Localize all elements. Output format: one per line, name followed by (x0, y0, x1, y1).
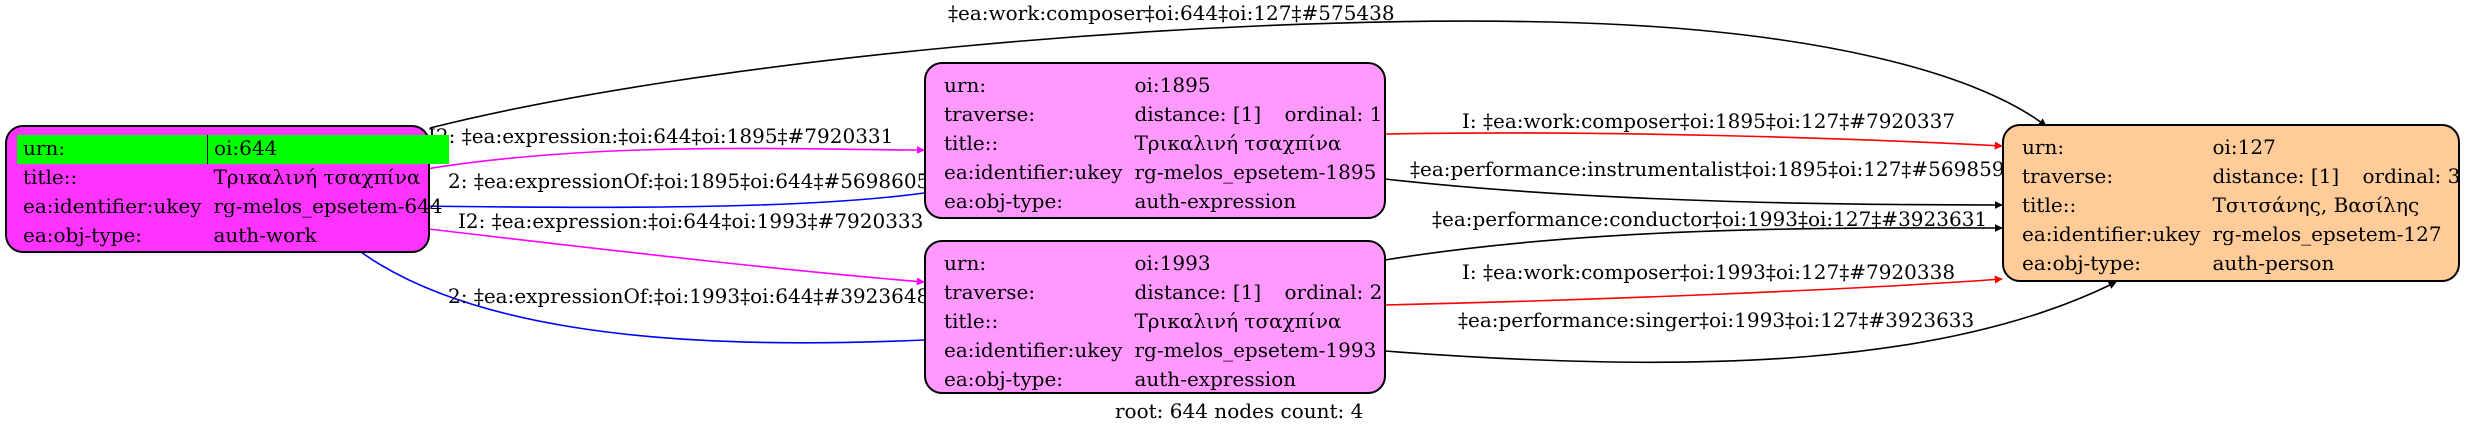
urn-key: urn: (17, 135, 208, 164)
traverse-distance: distance: [1] (1134, 280, 1262, 304)
edge-label-expr-1993: I2: ‡ea:expression:‡oi:644‡oi:1993‡#7920… (458, 209, 923, 233)
type-key: ea:obj-type: (2022, 251, 2142, 275)
title-row: title:: Τρικαλινή τσαχπίνα (938, 308, 1388, 337)
node-oi-1993[interactable]: urn: oi:1993 traverse: distance: [1] ordi… (924, 240, 1386, 394)
type-key: ea:obj-type: (944, 189, 1064, 213)
title-value: Τσιτσάνης, Βασίλης (2212, 193, 2420, 217)
traverse-ordinal: ordinal: 1 (1284, 102, 1383, 126)
edge-label-exprof-1993: 2: ‡ea:expressionOf:‡oi:1993‡oi:644‡#392… (448, 284, 929, 308)
edge-label-conductor-1993: ‡ea:performance:conductor‡oi:1993‡oi:127… (1432, 207, 1987, 231)
edge-expr-1993 (419, 227, 925, 286)
type-value: auth-expression (1134, 189, 1297, 213)
ukey-key: ea:identifier:ukey (2022, 222, 2201, 246)
edge-expr-1895 (419, 145, 925, 171)
traverse-distance: distance: [1] (2212, 164, 2340, 188)
urn-value: oi:127 (2212, 135, 2276, 159)
title-key: title:: (944, 131, 999, 155)
graph-footer: root: 644 nodes count: 4 (1115, 399, 1364, 423)
type-value: auth-person (2212, 251, 2335, 275)
ukey-key: ea:identifier:ukey (23, 194, 202, 218)
urn-row: urn: oi:644 (17, 135, 449, 164)
ukey-key: ea:identifier:ukey (944, 160, 1123, 184)
ukey-value: rg-melos_epsetem-1895 (1134, 160, 1377, 184)
traverse-key: traverse: (2022, 164, 2114, 188)
edge-label-instr-1895: ‡ea:performance:instrumentalist‡oi:1895‡… (1410, 157, 2017, 181)
edge-label-singer-1993: ‡ea:performance:singer‡oi:1993‡oi:127‡#3… (1458, 308, 1974, 332)
traverse-row: traverse: distance: [1] ordinal: 2 (938, 279, 1388, 308)
ukey-row: ea:identifier:ukey rg-melos_epsetem-127 (2016, 221, 2465, 250)
traverse-distance: distance: [1] (1134, 102, 1262, 126)
traverse-ordinal: ordinal: 3 (2362, 164, 2461, 188)
ukey-row: ea:identifier:ukey rg-melos_epsetem-644 (17, 193, 449, 222)
title-value: Τρικαλινή τσαχπίνα (1134, 309, 1342, 333)
title-row: title:: Τρικαλινή τσαχπίνα (17, 164, 449, 193)
urn-row: urn: oi:1895 (938, 72, 1388, 101)
type-key: ea:obj-type: (944, 367, 1064, 391)
urn-key: urn: (944, 73, 987, 97)
urn-value: oi:1993 (1134, 251, 1211, 275)
title-key: title:: (944, 309, 999, 333)
node-oi-1895[interactable]: urn: oi:1895 traverse: distance: [1] ordi… (924, 62, 1386, 219)
title-key: title:: (23, 165, 78, 189)
title-value: Τρικαλινή τσαχπίνα (213, 165, 421, 189)
edge-top-composer (429, 20, 2047, 129)
urn-value: oi:644 (207, 135, 449, 164)
traverse-ordinal: ordinal: 2 (1284, 280, 1383, 304)
ukey-value: rg-melos_epsetem-1993 (1134, 338, 1377, 362)
traverse-key: traverse: (944, 280, 1036, 304)
ukey-row: ea:identifier:ukey rg-melos_epsetem-1993 (938, 337, 1388, 366)
edge-label-top-composer: ‡ea:work:composer‡oi:644‡oi:127‡#575438 (948, 1, 1395, 25)
title-row: title:: Τσιτσάνης, Βασίλης (2016, 192, 2465, 221)
traverse-row: traverse: distance: [1] ordinal: 3 (2016, 163, 2465, 192)
edge-singer-1993 (1384, 281, 2117, 364)
traverse-row: traverse: distance: [1] ordinal: 1 (938, 101, 1388, 130)
type-row: ea:obj-type: auth-person (2016, 250, 2465, 279)
edge-composer-1895 (1384, 132, 2003, 150)
edge-label-composer-1895: I: ‡ea:work:composer‡oi:1895‡oi:127‡#792… (1462, 109, 1955, 133)
urn-key: urn: (2022, 135, 2065, 159)
edge-label-expr-1895: I2: ‡ea:expression:‡oi:644‡oi:1895‡#7920… (428, 124, 893, 148)
edge-label-exprof-1895: 2: ‡ea:expressionOf:‡oi:1895‡oi:644‡#569… (448, 169, 929, 193)
edge-conductor-1993 (1384, 223, 2003, 261)
urn-key: urn: (944, 251, 987, 275)
type-row: ea:obj-type: auth-work (17, 222, 449, 251)
urn-row: urn: oi:127 (2016, 134, 2465, 163)
edge-exprof-1993 (315, 209, 925, 344)
type-row: ea:obj-type: auth-expression (938, 188, 1388, 217)
urn-value: oi:1895 (1134, 73, 1211, 97)
edge-exprof-1895 (403, 192, 925, 211)
title-row: title:: Τρικαλινή τσαχπίνα (938, 130, 1388, 159)
ukey-value: rg-melos_epsetem-644 (213, 194, 443, 218)
ukey-row: ea:identifier:ukey rg-melos_epsetem-1895 (938, 159, 1388, 188)
node-oi-644[interactable]: urn: oi:644 title:: Τρικαλινή τσαχπίνα e… (5, 125, 449, 253)
traverse-key: traverse: (944, 102, 1036, 126)
type-value: auth-expression (1134, 367, 1297, 391)
urn-row: urn: oi:1993 (938, 250, 1388, 279)
ukey-value: rg-melos_epsetem-127 (2212, 222, 2442, 246)
type-row: ea:obj-type: auth-expression (938, 366, 1388, 395)
edge-instr-1895 (1384, 178, 2003, 209)
title-key: title:: (2022, 193, 2077, 217)
edge-composer-1993 (1384, 275, 2003, 306)
type-key: ea:obj-type: (23, 223, 143, 247)
ukey-key: ea:identifier:ukey (944, 338, 1123, 362)
node-oi-127[interactable]: urn: oi:127 traverse: distance: [1] ordin… (2002, 124, 2460, 282)
edge-label-composer-1993: I: ‡ea:work:composer‡oi:1993‡oi:127‡#792… (1462, 260, 1955, 284)
title-value: Τρικαλινή τσαχπίνα (1134, 131, 1342, 155)
type-value: auth-work (213, 223, 317, 247)
